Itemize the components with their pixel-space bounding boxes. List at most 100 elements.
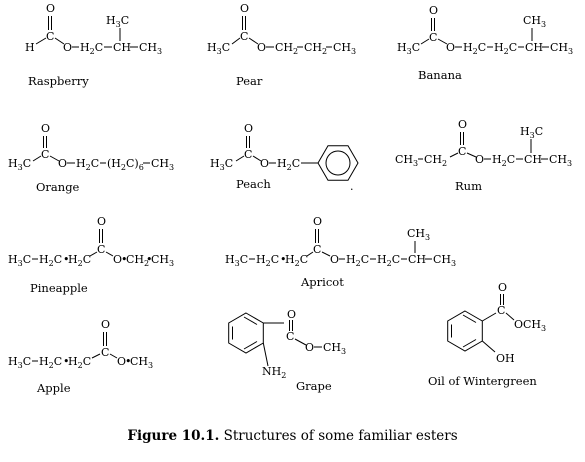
svg-text:O: O — [240, 2, 249, 15]
svg-text:H2C: H2C — [76, 157, 99, 172]
svg-text:H2C: H2C — [39, 253, 62, 268]
benzene-ring — [228, 312, 264, 354]
banana-structure: O C H3C O H2C H2C CH CH3 CH3 — [397, 4, 573, 56]
svg-text:H3C: H3C — [106, 14, 129, 29]
svg-text:H3C: H3C — [225, 253, 248, 268]
svg-text:H3C: H3C — [397, 41, 420, 56]
ester-name-apricot: Apricot — [300, 275, 344, 289]
svg-text:H3C: H3C — [8, 355, 31, 370]
svg-text:CH3: CH3 — [550, 41, 573, 56]
svg-text:H2C: H2C — [463, 41, 486, 56]
svg-text:O: O — [63, 41, 72, 54]
svg-text:OCH3: OCH3 — [514, 318, 546, 333]
ester-name-raspberry: Raspberry — [28, 74, 89, 88]
svg-text:C: C — [497, 304, 505, 317]
svg-text:O: O — [257, 41, 266, 54]
svg-text:C: C — [429, 31, 437, 44]
svg-text:CH3: CH3 — [323, 341, 346, 356]
svg-text:O: O — [287, 308, 296, 321]
svg-text:C: C — [244, 148, 252, 161]
svg-text:O: O — [117, 355, 126, 368]
svg-text:H2C: H2C — [346, 253, 369, 268]
svg-text:CH3: CH3 — [130, 355, 153, 370]
svg-text:O: O — [113, 253, 122, 266]
svg-text:H3C: H3C — [207, 41, 230, 56]
svg-text:H2C: H2C — [68, 253, 91, 268]
svg-text:O: O — [429, 4, 438, 17]
svg-text:CH2: CH2 — [126, 253, 149, 268]
svg-text:C: C — [41, 148, 49, 161]
ester-name-apple: Apple — [36, 381, 71, 395]
svg-text:O: O — [330, 253, 339, 266]
figure-caption-text: Structures of some familiar esters — [223, 428, 458, 444]
svg-text:CH3: CH3 — [407, 227, 430, 242]
ester-name-oil-of-wintergreen: Oil of Wintergreen — [428, 374, 537, 388]
svg-text:.: . — [350, 180, 354, 193]
svg-text:CH3: CH3 — [139, 41, 162, 56]
svg-text:O: O — [446, 41, 455, 54]
svg-text:H3C: H3C — [8, 157, 31, 172]
svg-text:H2C: H2C — [68, 355, 91, 370]
svg-text:O: O — [244, 122, 253, 135]
svg-text:•: • — [121, 253, 128, 266]
benzene-ring — [447, 310, 483, 352]
figure-label: Figure 10.1. — [127, 428, 220, 444]
svg-text:O: O — [313, 215, 322, 228]
svg-text:CH3: CH3 — [151, 253, 174, 268]
apricot-structure: O C H3C H2C • H2C O H2C H2C CH CH3 CH3 — [225, 215, 456, 268]
svg-text:CH3: CH3 — [395, 153, 418, 168]
figure-caption: Figure 10.1. Structures of some familiar… — [0, 428, 585, 444]
svg-text:•: • — [146, 253, 153, 266]
pineapple-structure: O C H3C H2C • H2C O • CH2 • CH3 — [8, 215, 174, 268]
svg-text:C: C — [97, 243, 105, 256]
ester-name-banana: Banana — [418, 68, 462, 82]
svg-text:CH3: CH3 — [523, 14, 546, 29]
svg-text:CH3: CH3 — [549, 153, 572, 168]
svg-text:H: H — [25, 41, 35, 54]
rum-structure: O C CH3 CH2 O H2C CH H3C CH3 — [395, 118, 572, 168]
svg-text:O: O — [41, 122, 50, 135]
svg-text:H2C: H2C — [494, 41, 517, 56]
ester-name-peach: Peach — [236, 177, 271, 191]
ester-name-grape: Grape — [296, 379, 332, 393]
svg-text:O: O — [46, 2, 55, 15]
benzene-ring — [317, 145, 359, 181]
svg-text:O: O — [260, 157, 269, 170]
svg-text:H3C: H3C — [210, 157, 233, 172]
pear-structure: O C H3C O CH2 CH2 CH3 — [207, 2, 356, 56]
svg-text:CH3: CH3 — [433, 253, 456, 268]
oil-of-wintergreen-structure: O C OCH3 OH — [447, 281, 546, 365]
svg-text:H2C: H2C — [39, 355, 62, 370]
grape-structure: O C O CH3 NH2 — [228, 308, 346, 380]
svg-text:CH: CH — [524, 153, 542, 166]
svg-text:O: O — [498, 281, 507, 294]
svg-text:OH: OH — [496, 352, 515, 365]
svg-text:O: O — [475, 153, 484, 166]
svg-text:O: O — [305, 341, 314, 354]
svg-text:•: • — [63, 355, 70, 368]
svg-text:O: O — [101, 318, 110, 331]
svg-text:CH2: CH2 — [304, 41, 327, 56]
orange-structure: O C H3C O H2C (H2C)6 CH3 — [8, 122, 174, 172]
svg-text:•: • — [125, 355, 132, 368]
svg-text:O: O — [458, 118, 467, 131]
svg-text:C: C — [101, 346, 109, 359]
svg-text:H3C: H3C — [8, 253, 31, 268]
peach-structure: O C H3C O H2C . — [210, 122, 359, 193]
svg-text:C: C — [240, 30, 248, 43]
ester-name-pineapple: Pineapple — [30, 281, 88, 295]
svg-text:O: O — [58, 157, 67, 170]
raspberry-structure: O C H O H2C CH H3C CH3 — [25, 2, 162, 56]
svg-text:CH: CH — [113, 41, 131, 54]
svg-text:H2C: H2C — [256, 253, 279, 268]
svg-text:CH2: CH2 — [424, 153, 447, 168]
svg-text:H2C: H2C — [492, 153, 515, 168]
svg-text:H2C: H2C — [285, 253, 308, 268]
ester-name-rum: Rum — [455, 179, 482, 193]
svg-text:C: C — [286, 330, 294, 343]
svg-text:H2C: H2C — [377, 253, 400, 268]
svg-text:H3C: H3C — [520, 125, 543, 140]
svg-text:C: C — [313, 243, 321, 256]
svg-text:C: C — [458, 145, 466, 158]
